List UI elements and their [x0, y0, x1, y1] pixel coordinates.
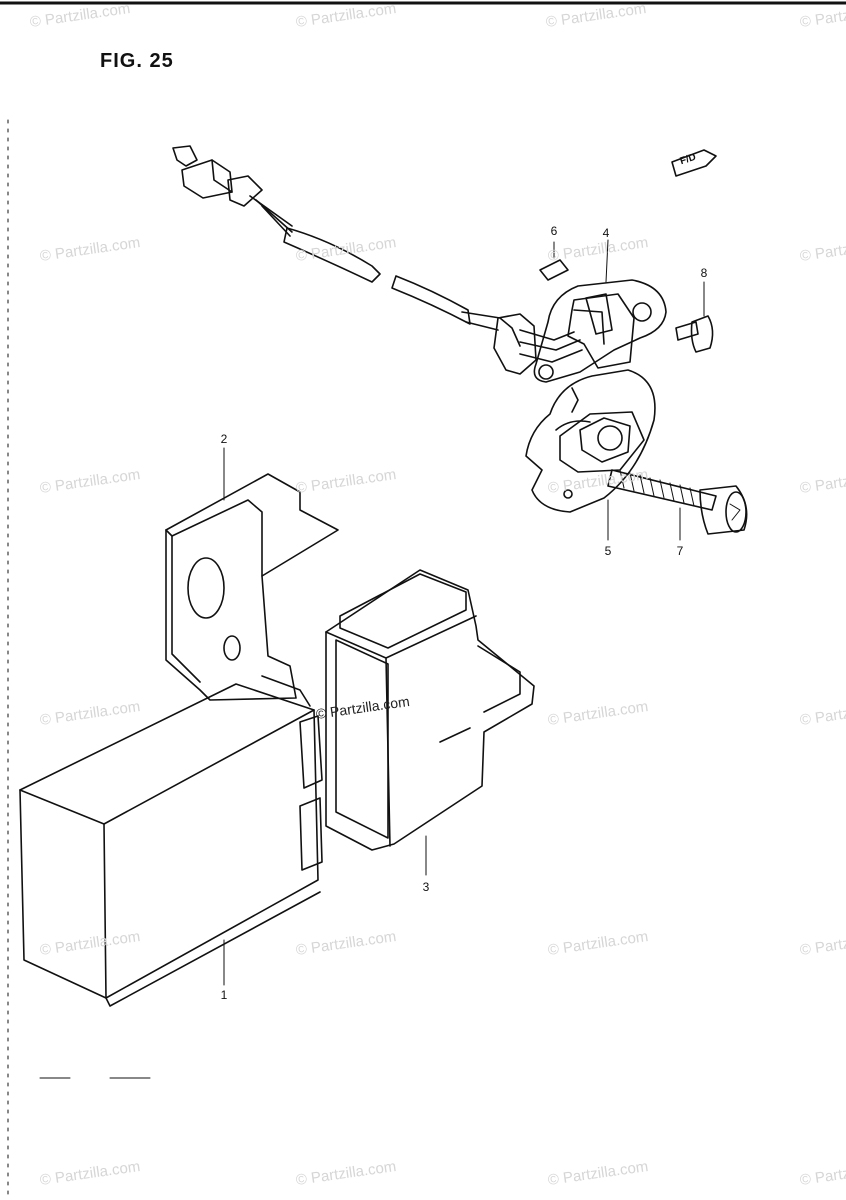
- part-5-rotor-plate: [525, 369, 656, 541]
- part-4-signal-generator: [533, 239, 667, 383]
- part-7-bolt: [607, 469, 748, 541]
- callout-1: 1: [220, 988, 228, 1002]
- figure-title: FIG. 25: [100, 50, 174, 72]
- callout-4: 4: [602, 226, 610, 240]
- part-8-screw: [675, 281, 714, 353]
- front-direction-arrow-icon: [671, 149, 717, 177]
- callout-3: 3: [422, 880, 430, 894]
- callout-6: 6: [550, 224, 558, 238]
- callout-7: 7: [676, 544, 684, 558]
- part-6-pin: [539, 241, 569, 281]
- part-2-bracket: [165, 447, 339, 701]
- callout-2: 2: [220, 432, 228, 446]
- signal-generator-wire-harness: [172, 145, 583, 375]
- part-3-rubber-holder: [325, 569, 535, 876]
- part-1-ignitor-unit: [19, 675, 323, 1007]
- callout-8: 8: [700, 266, 708, 280]
- callout-5: 5: [604, 544, 612, 558]
